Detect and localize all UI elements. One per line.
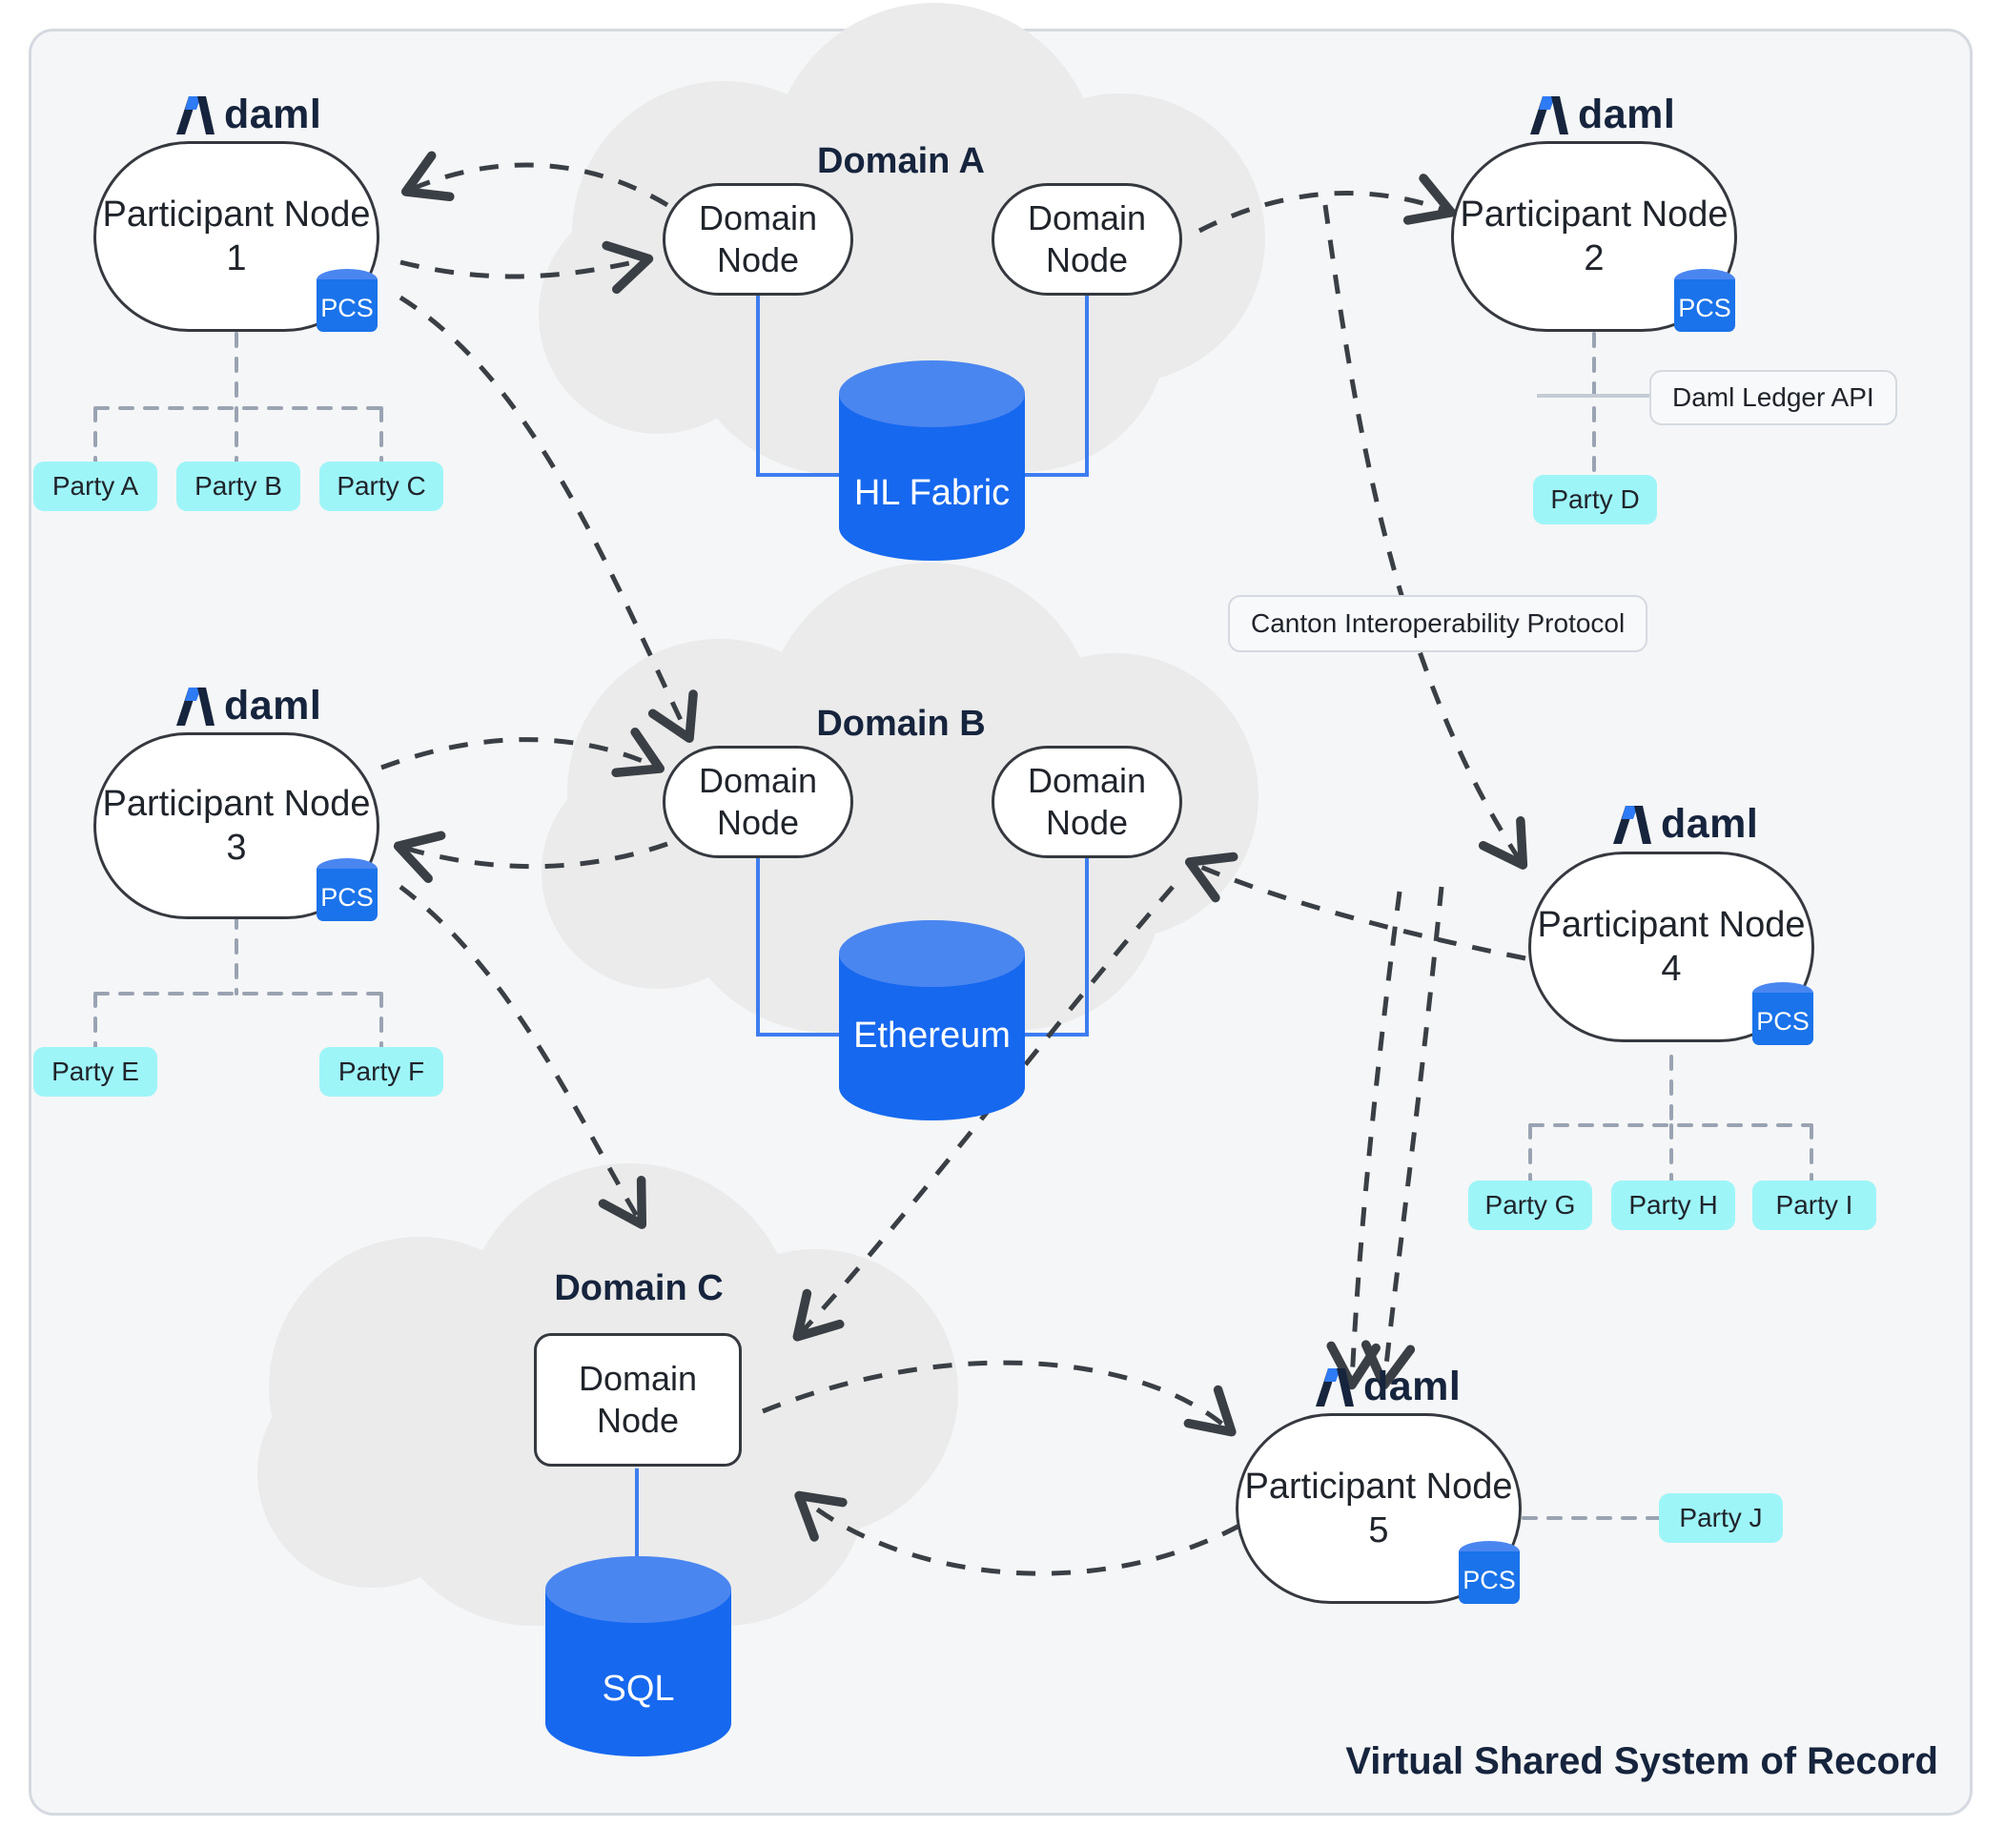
party-d[interactable]: Party D <box>1533 475 1657 524</box>
daml-wordmark: daml <box>224 683 322 729</box>
domain-a-node-1[interactable]: Domain Node <box>663 183 853 296</box>
daml-logo-pn5: daml <box>1316 1364 1461 1410</box>
lambda-mark-icon <box>176 687 215 726</box>
party-f-label: Party F <box>338 1057 425 1086</box>
ledger-ethereum[interactable]: Ethereum <box>839 920 1025 1120</box>
pcs-body <box>1752 993 1813 1045</box>
party-j[interactable]: Party J <box>1659 1493 1783 1543</box>
domain-a-node-1-label: Domain Node <box>698 198 818 279</box>
participant-node-5-label: Participant Node 5 <box>1244 1466 1513 1550</box>
party-h-label: Party H <box>1628 1190 1718 1220</box>
daml-wordmark: daml <box>1578 92 1676 137</box>
pcs-body <box>317 869 378 921</box>
party-i-label: Party I <box>1775 1190 1853 1220</box>
daml-logo-pn2: daml <box>1530 92 1675 138</box>
ledger-hl-fabric-label: HL Fabric <box>853 473 1011 513</box>
pcs-label-pn3: PCS <box>320 883 374 912</box>
participant-node-4-label: Participant Node 4 <box>1537 904 1806 989</box>
domain-c-title: Domain C <box>554 1268 724 1308</box>
domain-b-node-1[interactable]: Domain Node <box>663 746 853 858</box>
party-a-label: Party A <box>51 471 139 501</box>
party-j-label: Party J <box>1679 1503 1763 1532</box>
party-c-label: Party C <box>337 471 426 501</box>
lambda-mark-icon <box>1613 805 1651 844</box>
party-e[interactable]: Party E <box>33 1047 157 1097</box>
pcs-label-pn1: PCS <box>320 294 374 322</box>
pcs-label-pn2: PCS <box>1678 294 1731 322</box>
party-e-label: Party E <box>51 1057 139 1086</box>
pcs-store-pn5[interactable]: PCS <box>1459 1541 1520 1604</box>
party-b-label: Party B <box>194 471 282 501</box>
ledger-hl-fabric[interactable]: HL Fabric <box>839 360 1025 561</box>
party-c[interactable]: Party C <box>319 462 443 511</box>
canton-interop-tag: Canton Interoperability Protocol <box>1228 595 1648 652</box>
domain-b-node-2-label: Domain Node <box>1027 761 1147 842</box>
cylinder-top <box>839 360 1025 427</box>
cylinder-top <box>839 920 1025 987</box>
canton-interop-label: Canton Interoperability Protocol <box>1251 608 1626 638</box>
daml-logo-pn4: daml <box>1613 801 1758 848</box>
pcs-body <box>317 279 378 332</box>
domain-b-node-1-label: Domain Node <box>698 761 818 842</box>
daml-ledger-api-tag: Daml Ledger API <box>1649 370 1897 425</box>
participant-node-3-label: Participant Node 3 <box>102 783 371 868</box>
participant-node-2-label: Participant Node 2 <box>1460 194 1729 278</box>
party-b[interactable]: Party B <box>176 462 300 511</box>
daml-logo-pn1: daml <box>176 92 321 138</box>
party-g[interactable]: Party G <box>1468 1181 1592 1230</box>
daml-wordmark: daml <box>224 92 322 137</box>
domain-c-node-1-label: Domain Node <box>578 1359 698 1440</box>
lambda-mark-icon <box>1530 95 1568 134</box>
ledger-sql-label: SQL <box>602 1669 675 1709</box>
party-d-label: Party D <box>1550 484 1640 514</box>
party-h[interactable]: Party H <box>1611 1181 1735 1230</box>
ledger-ethereum-label: Ethereum <box>853 1016 1011 1056</box>
domain-b-node-2[interactable]: Domain Node <box>992 746 1182 858</box>
pcs-body <box>1459 1551 1520 1604</box>
footer-caption: Virtual Shared System of Record <box>1345 1740 1938 1782</box>
pcs-label-pn4: PCS <box>1756 1007 1810 1036</box>
party-a[interactable]: Party A <box>33 462 157 511</box>
cylinder-top <box>545 1556 731 1623</box>
daml-ledger-api-label: Daml Ledger API <box>1672 382 1874 412</box>
domain-a-node-2[interactable]: Domain Node <box>992 183 1182 296</box>
daml-wordmark: daml <box>1661 801 1759 847</box>
pcs-body <box>1674 279 1735 332</box>
daml-wordmark: daml <box>1363 1364 1462 1409</box>
party-f[interactable]: Party F <box>319 1047 443 1097</box>
pcs-label-pn5: PCS <box>1463 1566 1516 1594</box>
lambda-mark-icon <box>1316 1367 1354 1407</box>
lambda-mark-icon <box>176 95 215 134</box>
party-g-label: Party G <box>1484 1190 1576 1220</box>
participant-node-1-label: Participant Node 1 <box>102 194 371 278</box>
party-i[interactable]: Party I <box>1752 1181 1876 1230</box>
pcs-store-pn3[interactable]: PCS <box>317 858 378 921</box>
pcs-store-pn2[interactable]: PCS <box>1674 269 1735 332</box>
pcs-store-pn1[interactable]: PCS <box>317 269 378 332</box>
domain-b-title: Domain B <box>816 704 986 744</box>
pcs-store-pn4[interactable]: PCS <box>1752 982 1813 1045</box>
daml-logo-pn3: daml <box>176 683 321 729</box>
domain-a-title: Domain A <box>817 141 985 181</box>
domain-c-node-1[interactable]: Domain Node <box>534 1333 742 1467</box>
participant-node-1[interactable]: Participant Node 1 <box>93 141 379 332</box>
domain-a-node-2-label: Domain Node <box>1027 198 1147 279</box>
ledger-sql[interactable]: SQL <box>545 1556 731 1756</box>
